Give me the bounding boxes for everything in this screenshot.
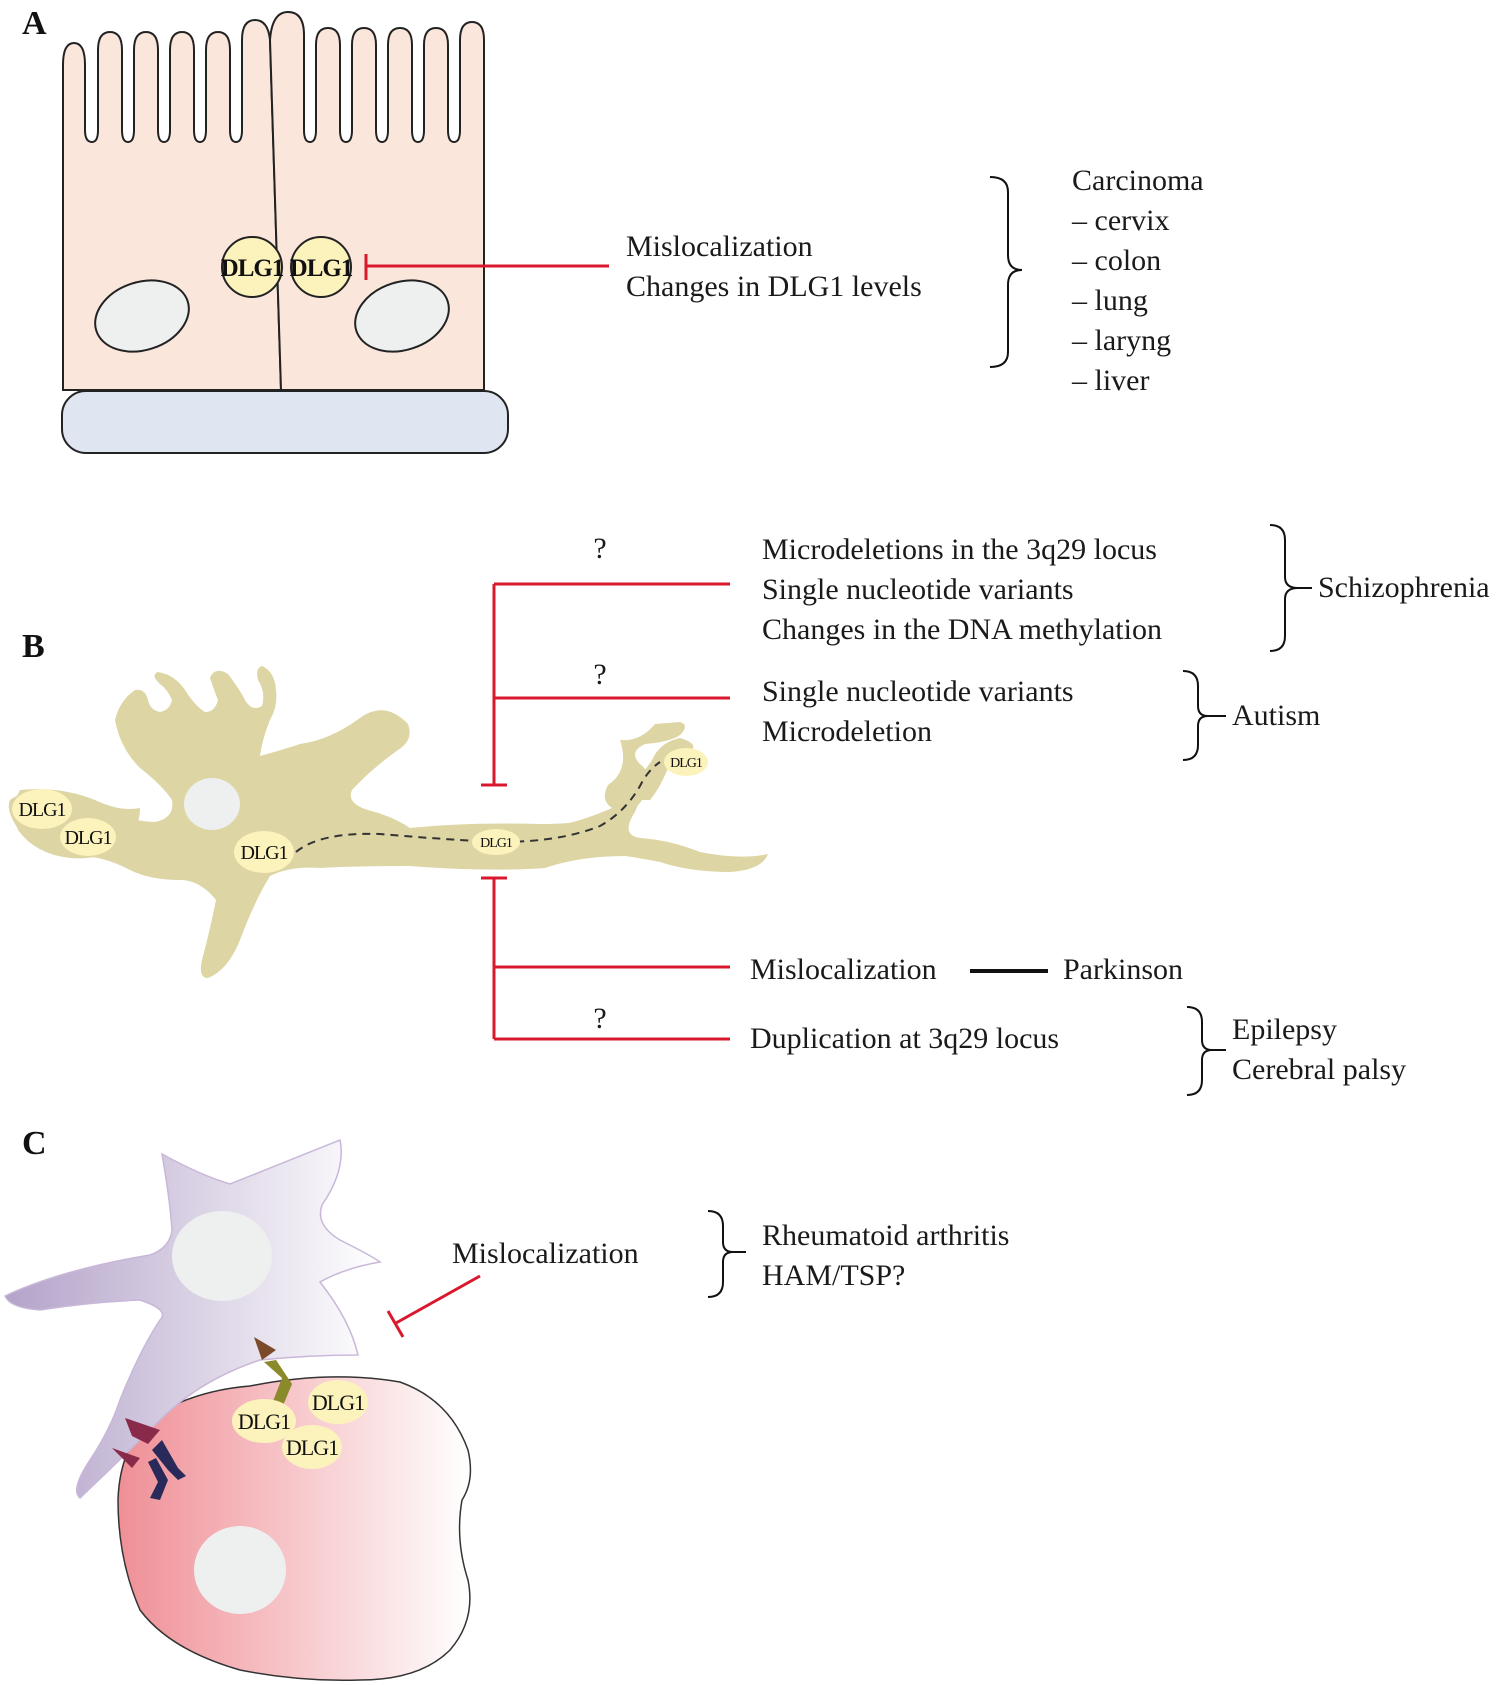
disease-label: HAM/TSP? bbox=[762, 1259, 905, 1292]
dlg1-circle bbox=[308, 1380, 368, 1424]
basement-membrane bbox=[61, 390, 509, 454]
dlg1-circle bbox=[232, 1399, 296, 1443]
receptor-magenta bbox=[112, 1448, 140, 1468]
disease-label: Rheumatoid arthritis bbox=[762, 1219, 1009, 1252]
dlg1-label: DLG1 bbox=[312, 1390, 364, 1415]
cause-text: Mislocalization bbox=[750, 953, 937, 986]
dlg1-label: DLG1 bbox=[290, 255, 353, 282]
dlg1-circle bbox=[290, 236, 352, 298]
dendritic-cell bbox=[4, 1138, 382, 1499]
neuron: DLG1 DLG1 DLG1 DLG1 DLG1 bbox=[8, 666, 768, 978]
effect-text: Changes in DLG1 levels bbox=[626, 270, 922, 303]
nucleus-right bbox=[354, 279, 450, 353]
effect-text: Mislocalization bbox=[626, 230, 813, 263]
disease-label: Parkinson bbox=[1063, 953, 1183, 986]
neuron-nucleus bbox=[184, 778, 240, 830]
dlg1-circle bbox=[234, 831, 294, 873]
t-cell bbox=[117, 1376, 472, 1682]
panel-a-letter: A bbox=[22, 5, 47, 42]
inhibition-arrow-a bbox=[364, 254, 609, 280]
nucleus-left bbox=[94, 279, 190, 353]
dlg1-label: DLG1 bbox=[670, 756, 703, 771]
dlg1-label: DLG1 bbox=[238, 1409, 290, 1434]
curly-brace bbox=[1186, 1006, 1213, 1096]
cause-text: Single nucleotide variants bbox=[762, 675, 1074, 708]
curly-brace bbox=[1182, 670, 1209, 761]
cause-text: Single nucleotide variants bbox=[762, 573, 1074, 606]
disease-item: – cervix bbox=[1071, 204, 1169, 237]
panel-c-letter: C bbox=[22, 1125, 47, 1162]
dlg1-circle bbox=[221, 236, 283, 298]
disease-label: Cerebral palsy bbox=[1232, 1053, 1406, 1086]
dlg1-circle bbox=[472, 829, 520, 855]
disease-header: Carcinoma bbox=[1072, 164, 1204, 197]
curly-brace bbox=[707, 1210, 734, 1298]
disease-item: – liver bbox=[1071, 364, 1149, 397]
curly-brace bbox=[1269, 524, 1299, 652]
dlg1-label: DLG1 bbox=[64, 827, 111, 849]
inhibition-arrow-c bbox=[386, 1274, 481, 1338]
disease-label: Schizophrenia bbox=[1318, 571, 1490, 604]
cause-text: Duplication at 3q29 locus bbox=[750, 1022, 1059, 1055]
receptor-navy bbox=[152, 1440, 186, 1480]
receptor-magenta bbox=[125, 1418, 160, 1444]
dlg1-circle bbox=[12, 789, 72, 829]
inhibition-tree-lower bbox=[481, 876, 730, 1041]
disease-item: – colon bbox=[1071, 244, 1161, 277]
dendritic-cell-nucleus bbox=[172, 1211, 272, 1301]
effect-text: Mislocalization bbox=[452, 1237, 639, 1270]
receptor-brown bbox=[254, 1337, 276, 1360]
cause-text: Changes in the DNA methylation bbox=[762, 613, 1162, 646]
panel-b-letter: B bbox=[22, 628, 45, 665]
dlg1-label: DLG1 bbox=[221, 255, 284, 282]
disease-label: Autism bbox=[1232, 699, 1320, 732]
dlg1-label: DLG1 bbox=[18, 799, 65, 821]
neuron-shape bbox=[410, 722, 685, 840]
question-mark: ? bbox=[593, 532, 606, 565]
question-mark: ? bbox=[593, 1002, 606, 1035]
cause-text: Microdeletions in the 3q29 locus bbox=[762, 533, 1157, 566]
receptor-olive bbox=[264, 1360, 292, 1408]
dlg1-circle bbox=[664, 748, 708, 776]
transport-path bbox=[295, 761, 661, 853]
dlg1-circle bbox=[60, 818, 116, 856]
question-mark: ? bbox=[593, 658, 606, 691]
disease-label: Epilepsy bbox=[1232, 1013, 1337, 1046]
dlg1-label: DLG1 bbox=[286, 1435, 338, 1460]
epithelial-cells: DLG1 DLG1 bbox=[61, 10, 509, 454]
t-cell-nucleus bbox=[194, 1526, 286, 1614]
receptor-navy bbox=[148, 1458, 168, 1500]
inhibition-tree-upper bbox=[481, 582, 730, 787]
dlg1-circle bbox=[282, 1425, 342, 1469]
disease-item: – laryng bbox=[1071, 324, 1171, 357]
immune-synapse: DLG1 DLG1 DLG1 bbox=[4, 1138, 472, 1682]
disease-item: – lung bbox=[1071, 284, 1148, 317]
neuron-soma bbox=[8, 666, 768, 978]
dlg1-label: DLG1 bbox=[240, 842, 287, 864]
curly-brace bbox=[989, 176, 1023, 368]
dlg1-label: DLG1 bbox=[480, 836, 513, 851]
cause-text: Microdeletion bbox=[762, 715, 932, 748]
